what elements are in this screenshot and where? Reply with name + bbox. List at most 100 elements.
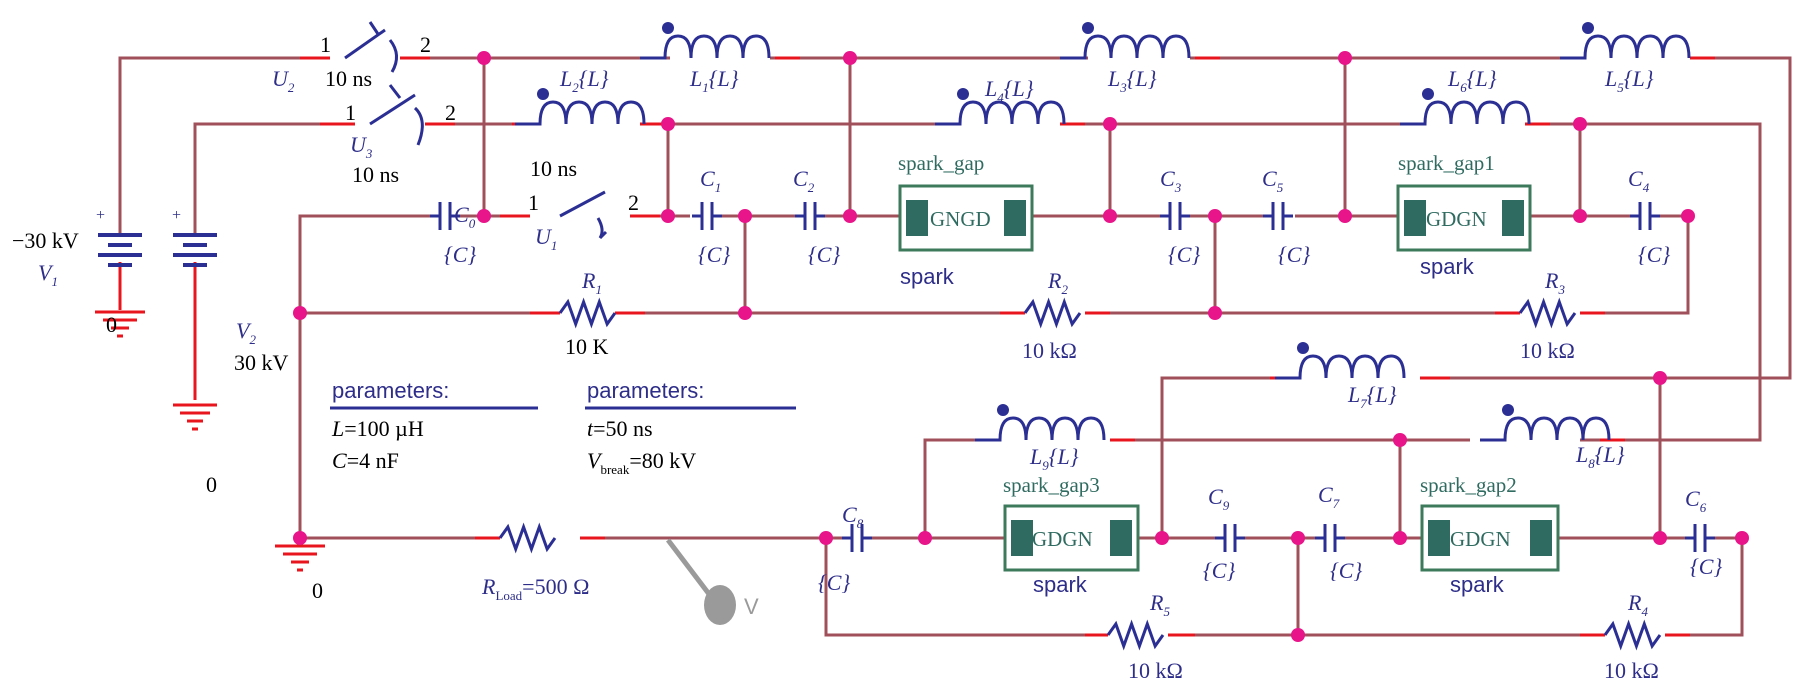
resistor-zigzag: [1023, 297, 1082, 329]
junction-dot: [477, 51, 491, 65]
inductors: [515, 22, 1691, 442]
capacitor-value-label: {C}: [818, 570, 850, 595]
voltage-probe: [666, 538, 736, 625]
ground-label: 0: [312, 578, 323, 603]
ground-label: 0: [206, 472, 217, 497]
wire: [118, 56, 330, 235]
resistor-value-label: 10 kΩ: [1604, 658, 1659, 683]
junction-dot: [738, 306, 752, 320]
inductor-polarity-dot: [997, 404, 1009, 416]
switch-delay-label: 10 ns: [325, 66, 372, 91]
spark-gap-1: [1396, 184, 1532, 252]
parameter-line: L=100 µH: [331, 416, 424, 441]
inductor-polarity-dot: [1422, 88, 1434, 100]
resistor-value-label: 10 kΩ: [1520, 338, 1575, 363]
inductor-polarity-dot: [957, 88, 969, 100]
junction-dot: [843, 51, 857, 65]
junction-dot: [1338, 209, 1352, 223]
parameter-line: t=50 ns: [587, 416, 653, 441]
capacitor: [430, 202, 460, 230]
inductor-label: L9{L}: [1029, 444, 1079, 473]
switch-name-label: U2: [272, 66, 295, 95]
junction-dot: [1681, 209, 1695, 223]
inductor-label: L6{L}: [1447, 66, 1497, 95]
source-v1: [98, 233, 142, 267]
junction-dot: [1338, 51, 1352, 65]
junction-dot: [1393, 433, 1407, 447]
capacitor-value-label: {C}: [1168, 242, 1200, 267]
spark-gap-3: [1003, 504, 1140, 572]
resistor-value-label: 10 kΩ: [1128, 658, 1183, 683]
junctions: [293, 51, 1749, 642]
switch-pin-label: 2: [628, 190, 639, 215]
spark-gap-name-label: spark_gap3: [1003, 473, 1100, 497]
inductor-coil: [975, 416, 1106, 442]
junction-dot: [1291, 531, 1305, 545]
source-v2: [173, 233, 217, 267]
capacitor: [1685, 524, 1715, 552]
parameter-line: Vbreak=80 kV: [587, 448, 696, 477]
source-value-label: −30 kV: [12, 228, 79, 253]
resistor-name-label: R1: [581, 268, 602, 297]
capacitor-name-label: C0: [454, 202, 476, 231]
capacitor-name-label: C2: [793, 166, 815, 195]
spark-gap-inner-label: GNGD: [930, 207, 991, 231]
wire: [298, 214, 430, 535]
capacitor: [1315, 524, 1345, 552]
spark-gap-2: [1420, 504, 1560, 572]
wire: [1600, 214, 1690, 315]
wire: [193, 122, 355, 235]
switch-pin-label: 1: [345, 100, 356, 125]
load-resistor-label: RLoad=500 Ω: [481, 574, 589, 603]
capacitor-value-label: {C}: [808, 242, 840, 267]
switch-pin-label: 1: [528, 190, 539, 215]
capacitor-value-label: {C}: [1203, 558, 1235, 583]
junction-dot: [918, 531, 932, 545]
capacitors: [430, 202, 1715, 552]
parameters-header: parameters:: [332, 378, 449, 403]
capacitor-name-label: C6: [1685, 486, 1707, 515]
junction-dot: [738, 209, 752, 223]
capacitor: [1630, 202, 1660, 230]
switch-u2: [344, 21, 398, 73]
junction-dot: [819, 531, 833, 545]
resistor-zigzag: [1518, 297, 1577, 329]
inductor-polarity-dot: [1582, 22, 1594, 34]
spark-gap-type-label: spark: [900, 264, 955, 289]
wire: [923, 438, 1000, 538]
spark-gap-type-label: spark: [1450, 572, 1505, 597]
inductor-coil: [1060, 34, 1191, 60]
inductor-coil: [640, 34, 771, 60]
junction-dot: [1155, 531, 1169, 545]
inductor-label: L7{L}: [1347, 382, 1397, 411]
ground-label: 0: [106, 312, 117, 337]
switch-delay-label: 10 ns: [352, 162, 399, 187]
inductor-label: L8{L}: [1575, 442, 1625, 471]
inductor-label: L5{L}: [1604, 66, 1654, 95]
switch-name-label: U1: [535, 224, 557, 253]
inductor-coil: [1560, 34, 1691, 60]
inductor-label: L4{L}: [984, 76, 1034, 105]
inductor-label: L3{L}: [1107, 66, 1157, 95]
junction-dot: [1291, 628, 1305, 642]
resistor-zigzag: [558, 297, 617, 329]
source-name-label: V1: [38, 260, 58, 289]
junction-dot: [843, 209, 857, 223]
capacitor-name-label: C9: [1208, 484, 1230, 513]
inductor-coil: [1480, 416, 1611, 442]
wire: [824, 538, 1108, 637]
spark-gap-0: [898, 184, 1034, 252]
capacitor-name-label: C4: [1628, 166, 1650, 195]
capacitor: [795, 202, 825, 230]
parameters-header: parameters:: [587, 378, 704, 403]
ground-symbol: [95, 310, 145, 338]
junction-dot: [1208, 209, 1222, 223]
resistor-name-label: R4: [1627, 590, 1648, 619]
capacitor-value-label: {C}: [1638, 242, 1670, 267]
inductor-coil: [1400, 100, 1531, 126]
spark-gap-name-label: spark_gap2: [1420, 473, 1517, 497]
resistor-name-label: R5: [1149, 590, 1170, 619]
inductor-coil: [515, 100, 646, 126]
inductor-polarity-dot: [1297, 342, 1309, 354]
